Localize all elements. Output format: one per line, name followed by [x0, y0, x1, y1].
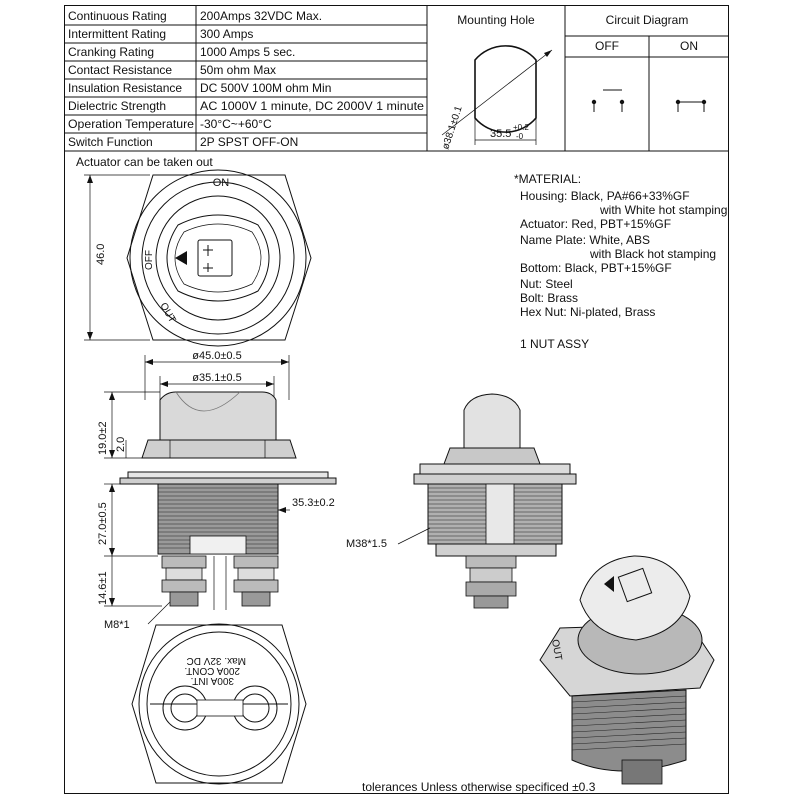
hex-nut-outline — [126, 174, 312, 341]
mounting-hole-shape — [474, 45, 537, 133]
bottom-label-line2: 200A CONT. — [184, 665, 240, 676]
circuit-diagram-panel: Circuit Diagram OFF ON — [565, 13, 729, 151]
inner-diameter-dim: ø35.1±0.5 — [192, 372, 241, 384]
height-dimension: 46.0 — [95, 244, 107, 265]
outer-diameter-dim: ø45.0±0.5 — [192, 350, 241, 362]
terminal-right — [233, 555, 279, 607]
switch-open-symbol — [591, 89, 625, 112]
bottom-label-line3: 300A INT. — [191, 675, 234, 686]
mounting-hole-tol-minus: -0 — [516, 132, 524, 141]
spec-label: Intermittent Rating — [68, 27, 166, 41]
spec-label: Cranking Rating — [68, 45, 154, 59]
cap-body — [159, 391, 277, 441]
bottom-view: Max. 32V DC 200A CONT. 300A INT. — [131, 623, 307, 785]
spec-value: 300 Amps — [200, 27, 253, 41]
on-marking: ON — [213, 177, 230, 189]
terminal-thread-label: M8*1 — [104, 619, 130, 631]
assy-note: 1 NUT ASSY — [520, 337, 589, 351]
spec-value: 50m ohm Max — [200, 63, 276, 77]
mounting-hole-flat: 35.5 — [490, 128, 511, 140]
terminal-height-dim: 14.6±1 — [97, 571, 109, 605]
material-line: Hex Nut: Ni-plated, Brass — [520, 305, 655, 319]
top-height-dim: 19.0±2 — [97, 421, 109, 455]
spec-table: Continuous Rating 200Amps 32VDC Max. Int… — [64, 5, 729, 152]
mounting-hole-tol-plus: +0.2 — [513, 123, 529, 132]
circuit-diagram-title: Circuit Diagram — [606, 13, 689, 27]
spec-label: Insulation Resistance — [68, 81, 182, 95]
iso-actuator — [579, 555, 691, 641]
spec-value: 1000 Amps 5 sec. — [200, 45, 295, 59]
thread-spec-label: M38*1.5 — [346, 538, 387, 550]
off-arrow-icon — [175, 251, 187, 265]
actuator-outline[interactable] — [166, 214, 270, 302]
off-marking: OFF — [144, 250, 155, 270]
isometric-photo-view: OUT — [539, 555, 715, 785]
body-height-dim: 27.0±0.5 — [97, 502, 109, 545]
bottom-hex-outline — [131, 624, 307, 784]
side-photo-view: M38*1.5 — [346, 393, 577, 609]
drawing-sheet — [64, 5, 729, 794]
out-marking: OUT — [157, 301, 177, 325]
material-notes: *MATERIAL: Housing: Black, PA#66+33%GF w… — [514, 172, 727, 351]
tolerance-note: tolerances Unless otherwise specificed ±… — [362, 780, 596, 794]
battery-icon — [197, 239, 233, 277]
material-line: with White hot stamping — [599, 203, 727, 217]
material-line: Bolt: Brass — [520, 291, 578, 305]
mounting-hole-panel: Mounting Hole ø38.1±0.1 35.5 +0.2 -0 — [440, 13, 553, 151]
top-view: Actuator can be taken out ON OFF OUT 46.… — [76, 155, 312, 347]
material-line: Housing: Black, PA#66+33%GF — [520, 189, 690, 203]
spec-label: Dielectric Strength — [68, 99, 166, 113]
terminal-left — [161, 555, 207, 607]
spec-label: Switch Function — [68, 135, 153, 149]
step-height-dim: 2.0 — [115, 437, 127, 452]
material-line: Bottom: Black, PBT+15%GF — [520, 261, 672, 275]
switch-closed-symbol — [675, 99, 707, 112]
top-view-caption: Actuator can be taken out — [76, 155, 213, 169]
iso-out-marking: OUT — [549, 639, 563, 662]
side-view: ø45.0±0.5 ø35.1±0.5 — [97, 350, 337, 631]
circuit-off-label: OFF — [595, 39, 619, 53]
spec-label: Continuous Rating — [68, 9, 167, 23]
mounting-hole-title: Mounting Hole — [457, 13, 535, 27]
spec-value: AC 1000V 1 minute, DC 2000V 1 minute — [200, 99, 424, 113]
thread-width-dim: 35.3±0.2 — [292, 497, 335, 509]
spec-label: Operation Temperature — [68, 117, 194, 131]
circuit-on-label: ON — [680, 39, 698, 53]
material-line: Name Plate: White, ABS — [520, 233, 650, 247]
spec-label: Contact Resistance — [68, 63, 172, 77]
bottom-label-line1: Max. 32V DC — [187, 655, 246, 666]
spec-value: DC 500V 100M ohm Min — [200, 81, 331, 95]
material-title: *MATERIAL: — [514, 172, 581, 186]
spec-value: 2P SPST OFF-ON — [200, 135, 298, 149]
material-line: Nut: Steel — [520, 277, 573, 291]
material-line: Actuator: Red, PBT+15%GF — [520, 217, 671, 231]
spec-value: 200Amps 32VDC Max. — [200, 9, 322, 23]
spec-value: -30°C~+60°C — [200, 117, 272, 131]
mounting-hole-dia: ø38.1±0.1 — [440, 104, 464, 151]
material-line: with Black hot stamping — [589, 247, 716, 261]
